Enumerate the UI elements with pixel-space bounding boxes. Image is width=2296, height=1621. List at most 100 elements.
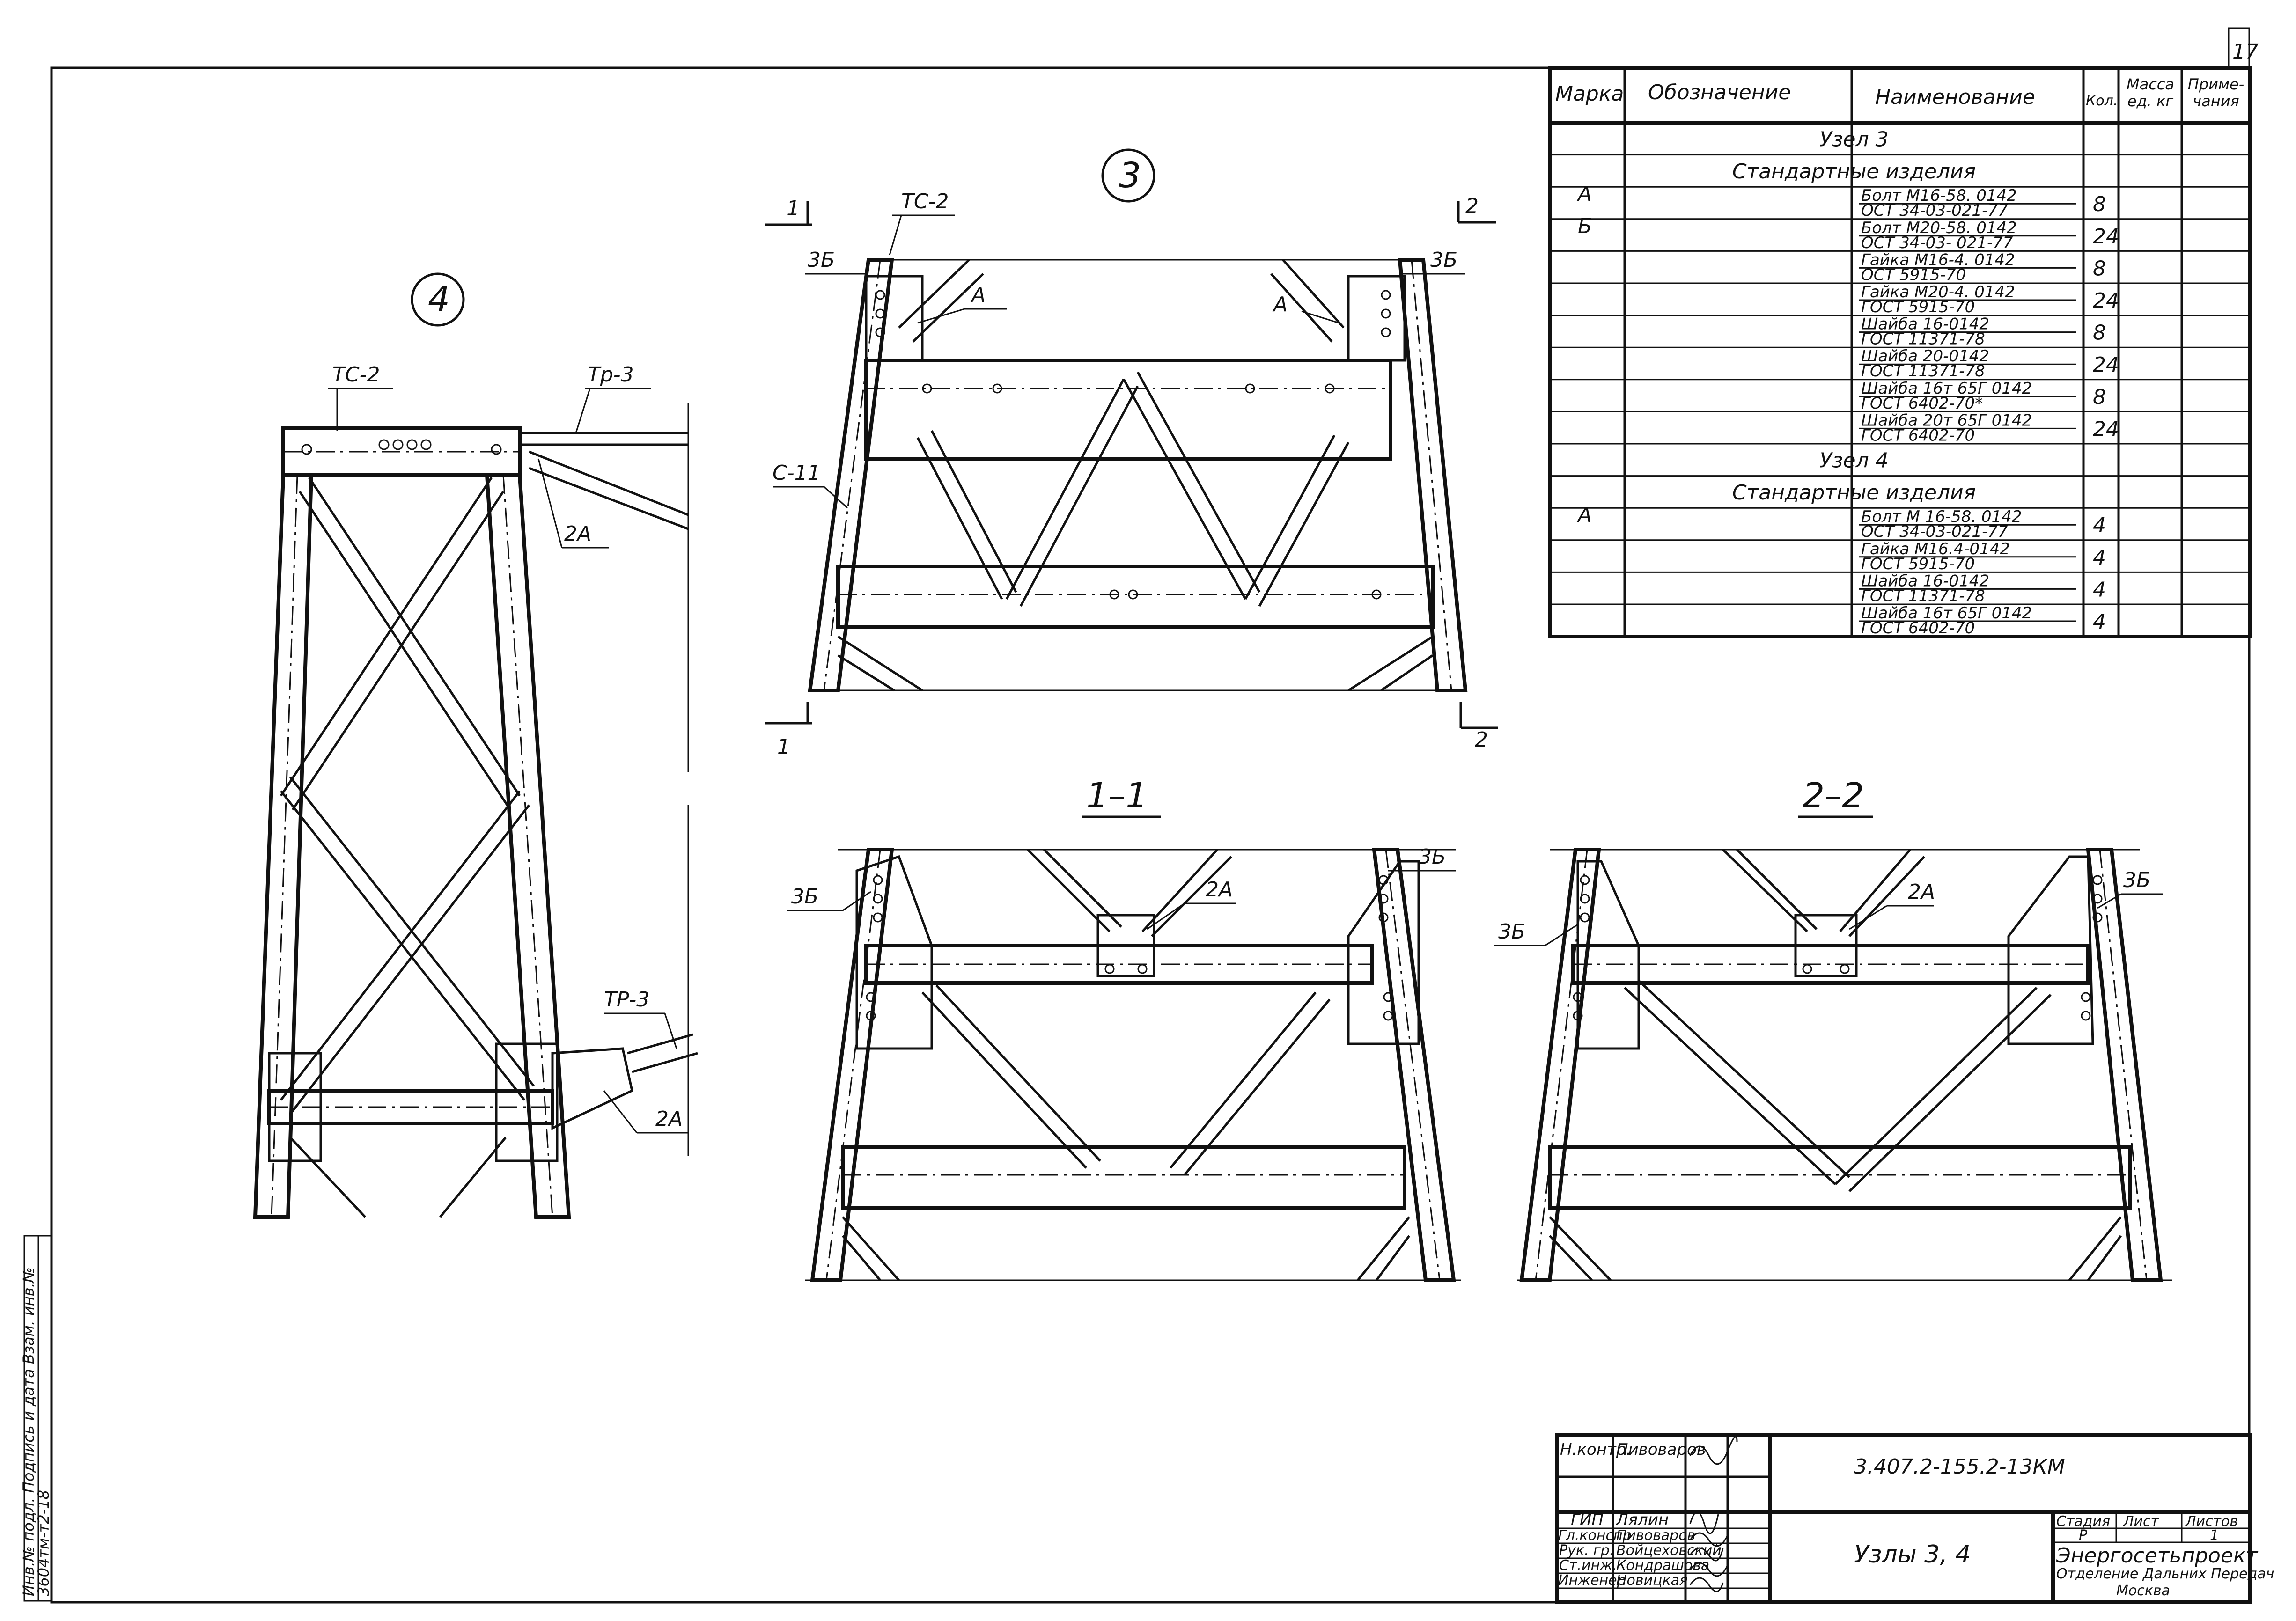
spec-row-name-line2: ОСТ 34-03-021-77 xyxy=(1861,201,2008,220)
spec-row-qty: 8 xyxy=(2093,192,2106,216)
spec-row-qty: 24 xyxy=(2093,353,2119,377)
spec-row-name-line1: Болт М16-58. 0142 xyxy=(1861,186,2017,205)
spec-row-name-line2: ГОСТ 6402-70 xyxy=(1861,426,1975,445)
spec-row-name-line2: ГОСТ 5915-70 xyxy=(1861,555,1975,573)
stamp-name-0: Пивоваров xyxy=(1616,1440,1706,1459)
stamp-name-2: Пивоваров xyxy=(1616,1527,1695,1544)
node4-marker-circle xyxy=(411,272,465,327)
spec-row-mark: А xyxy=(1576,503,1592,527)
spec-row-name-line2: ОСТ 34-03- 021-77 xyxy=(1861,234,2013,252)
section-2-2-label-3b-right: 3Б xyxy=(2123,868,2150,892)
signature-marks xyxy=(1689,1436,1738,1592)
spec-row-name-line2: ОСТ 5915-70 xyxy=(1861,265,1966,284)
sheet-value: 1 xyxy=(2210,1527,2219,1544)
stamp-name-3: Войцеховский xyxy=(1616,1542,1722,1559)
stamp-role-1: ГИП xyxy=(1571,1511,1604,1529)
stamp-name-5: Новицкая xyxy=(1616,1572,1688,1589)
city-name: Москва xyxy=(2116,1583,2170,1599)
spec-header-name: Наименование xyxy=(1875,85,2035,109)
node3-label-c11: С-11 xyxy=(773,461,821,485)
node4-drawing: 4 xyxy=(253,272,698,1219)
drawing-code: 3.407.2-155.2-13КМ xyxy=(1854,1455,2065,1479)
section-1-1-title: 1–1 xyxy=(1086,776,1148,816)
section-2-2-label-3b-left: 3Б xyxy=(1498,920,1525,944)
spec-row-mark: Б xyxy=(1578,214,1592,238)
spec-row-name-line1: Болт М20-58. 0142 xyxy=(1861,219,2017,237)
spec-row-qty: 24 xyxy=(2093,225,2119,249)
drawing-title: Узлы 3, 4 xyxy=(1854,1540,1971,1569)
section-1-1-label-2a: 2А xyxy=(1206,878,1233,902)
spec-row-qty: 24 xyxy=(2093,417,2119,441)
department-name: Отделение Дальних Передач xyxy=(2056,1566,2274,1582)
section-1-1-label-3b-left: 3Б xyxy=(791,885,818,909)
spec-row-name-line2: ОСТ 34-03-021-77 xyxy=(1861,522,2008,541)
spec-row-name-line2: ГОСТ 5915-70 xyxy=(1861,298,1975,316)
spec-row-name-line1: Болт М 16-58. 0142 xyxy=(1861,507,2022,526)
side-margin-line1: Инв.№ подл. Подпись и дата Взам. инв.№ xyxy=(20,1267,37,1596)
sheet-number: 17 xyxy=(2232,40,2259,64)
spec-row-name-line1: Шайба 16-0142 xyxy=(1861,315,1989,334)
spec-row-name-line1: Шайба 16т 65Г 0142 xyxy=(1861,604,2032,623)
node3-drawing: 3 xyxy=(765,148,1498,759)
spec-row-name-line1: Шайба 20-0142 xyxy=(1861,347,1989,366)
spec-row-qty: 4 xyxy=(2093,513,2106,537)
spec-row-name-line1: Гайка М20-4. 0142 xyxy=(1861,283,2015,301)
node4-label-2a-bottom: 2А xyxy=(655,1107,683,1131)
spec-row-name-line2: ГОСТ 11371-78 xyxy=(1861,362,1985,381)
side-margin-stamp: Инв.№ подл. Подпись и дата Взам. инв.№ 3… xyxy=(20,1235,52,1602)
section-1-1-label-3b-right: 3Б xyxy=(1419,845,1446,869)
title-block: Н.контр. Пивоваров ГИП Лялин Гл.конспр. … xyxy=(1555,1433,2274,1604)
node4-label-2a-top: 2А xyxy=(564,522,591,546)
spec-header-mass: Масса ед. кг xyxy=(2126,75,2174,110)
stamp-role-2: Гл.конспр. xyxy=(1558,1527,1636,1544)
spec-row-name-line2: ГОСТ 6402-70* xyxy=(1861,394,1983,413)
section-2-2-title: 2–2 xyxy=(1803,776,1864,816)
spec-row-name-line1: Гайка М16.4-0142 xyxy=(1861,540,2010,558)
spec-section-title: Узел 3 xyxy=(1819,128,1888,152)
spec-header-mark: Марка xyxy=(1555,82,1624,106)
node4-label-ts2: ТС-2 xyxy=(332,363,380,387)
node3-section-mark-1-top: 1 xyxy=(787,197,800,220)
spec-row-qty: 4 xyxy=(2093,546,2106,570)
stamp-role-4: Ст.инж. xyxy=(1559,1557,1617,1574)
node3-section-mark-2-top: 2 xyxy=(1465,194,1479,218)
stamp-name-1: Лялин xyxy=(1615,1511,1669,1529)
stage-label: Стадия xyxy=(2056,1513,2110,1530)
node3-label-ts2: ТС-2 xyxy=(901,190,949,213)
section-2-2-label-2a: 2А xyxy=(1908,880,1935,904)
node3-label-3b-left: 3Б xyxy=(808,248,835,272)
spec-row-qty: 4 xyxy=(2093,578,2106,601)
stamp-role-5: Инженер xyxy=(1558,1572,1626,1589)
node3-marker-circle xyxy=(1101,148,1155,203)
spec-row-mark: А xyxy=(1576,182,1592,206)
spec-row-name-line2: ГОСТ 11371-78 xyxy=(1861,587,1985,605)
node3-marker: 3 xyxy=(1119,155,1141,196)
spec-row-name-line1: Шайба 16-0142 xyxy=(1861,572,1989,590)
spec-section-title: Стандартные изделия xyxy=(1732,481,1976,505)
spec-row-name-line2: ГОСТ 6402-70 xyxy=(1861,619,1975,638)
side-margin-line2: 3604тм-т2-18 xyxy=(35,1490,52,1596)
node3-section-mark-1-bottom: 1 xyxy=(777,735,790,759)
spec-row-qty: 4 xyxy=(2093,610,2106,634)
spec-row-name-line2: ГОСТ 11371-78 xyxy=(1861,330,1985,349)
node4-label-tr3-bottom: ТР-3 xyxy=(604,988,649,1012)
stage-value: Р xyxy=(2079,1527,2088,1544)
spec-header-notes: Приме- чания xyxy=(2187,75,2244,110)
spec-row-qty: 8 xyxy=(2093,385,2106,409)
stamp-role-0: Н.контр. xyxy=(1560,1440,1631,1459)
section-1-1-drawing: 1–1 xyxy=(787,776,1461,1282)
sheet-frame: 17 xyxy=(50,27,2259,1604)
section-2-2-drawing: 2–2 xyxy=(1494,776,2172,1282)
spec-row-name-line1: Шайба 16т 65Г 0142 xyxy=(1861,379,2032,398)
node4-marker: 4 xyxy=(428,279,450,319)
node3-section-mark-2-bottom: 2 xyxy=(1475,728,1488,752)
sheet-label: Лист xyxy=(2123,1513,2160,1530)
spec-header-qty: Кол. xyxy=(2086,93,2118,109)
stamp-role-3: Рук. гр. xyxy=(1559,1542,1614,1559)
node4-label-tr3-top: Тр-3 xyxy=(588,363,634,387)
spec-section-title: Узел 4 xyxy=(1819,449,1888,473)
spec-row-name-line1: Шайба 20т 65Г 0142 xyxy=(1861,411,2032,430)
spec-row-qty: 8 xyxy=(2093,321,2106,345)
node3-label-a-left: А xyxy=(970,283,986,307)
